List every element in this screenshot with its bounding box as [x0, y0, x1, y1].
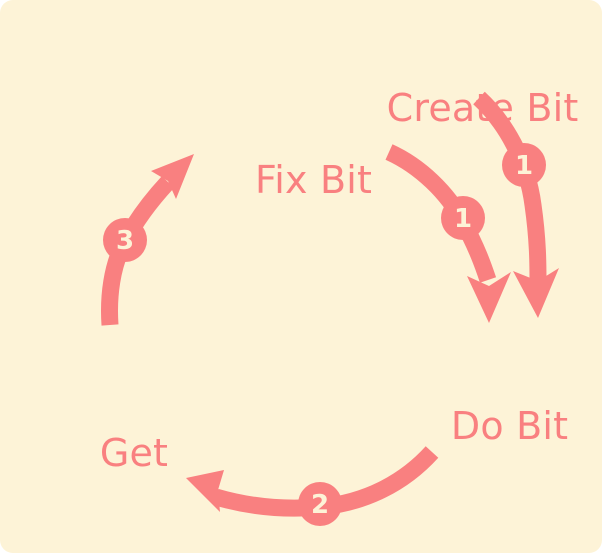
node-label-create-bit-text: Create Bit [386, 86, 579, 131]
arrow-fix-to-do-inner: 1 [385, 144, 511, 323]
arrow-create-to-do-outer: 1 [473, 91, 559, 318]
arrow-fix-to-do-inner-badge-label: 1 [454, 204, 472, 234]
arrow-fix-to-do-inner-head [467, 272, 511, 323]
arrow-fix-to-do-inner-badge [441, 196, 485, 240]
node-label-do-bit-text: Do Bit [450, 404, 569, 449]
node-label-fix-bit: Fix Bit [0, 120, 590, 241]
node-label-get-feedback-line1: Get [99, 430, 169, 475]
arrow-do-to-feedback: 2 [186, 446, 439, 526]
arrow-create-to-do-outer-badge [502, 143, 546, 187]
node-label-create-bit: Create Bit [157, 48, 602, 169]
arrow-create-to-do-outer-badge-label: 1 [515, 151, 533, 181]
arrow-do-to-feedback-badge [298, 482, 342, 526]
node-label-get-feedback: Get Feedback [0, 352, 268, 553]
arrow-feedback-to-fix-head [151, 154, 194, 199]
arrow-feedback-to-fix-badge-label: 3 [116, 226, 134, 256]
arrow-create-to-do-outer-head [513, 268, 559, 318]
node-label-do-bit: Do Bit [184, 366, 602, 487]
arrow-feedback-to-fix-badge [103, 218, 147, 262]
arrow-do-to-feedback-badge-label: 2 [311, 490, 329, 520]
arrow-do-to-feedback-head [186, 470, 224, 512]
node-label-fix-bit-text: Fix Bit [254, 158, 373, 203]
arrow-create-to-do-outer-stem [473, 91, 547, 283]
arrow-feedback-to-fix: 3 [101, 154, 194, 326]
